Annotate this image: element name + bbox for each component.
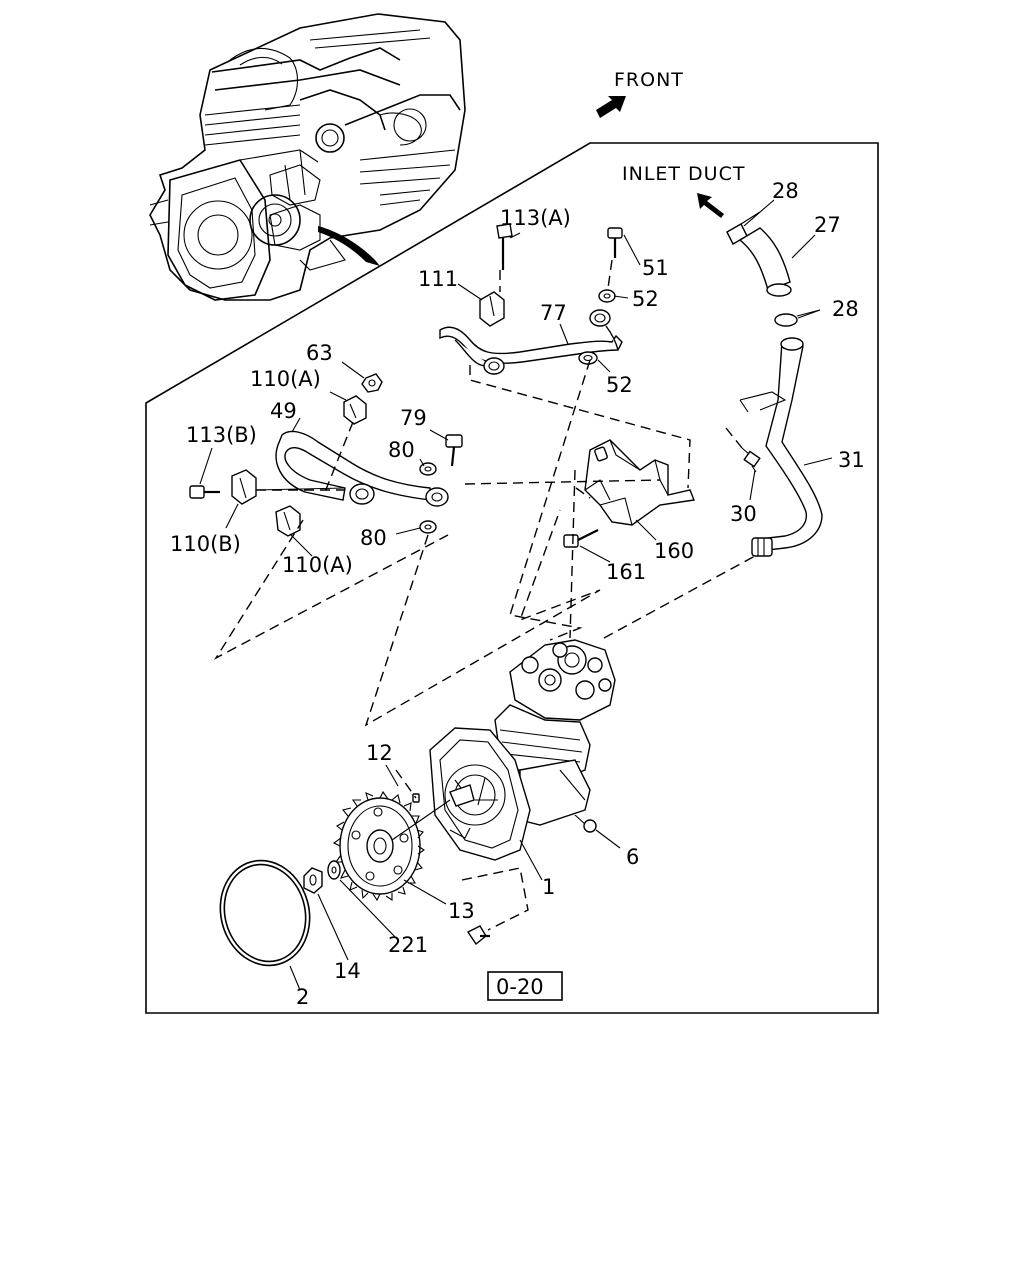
bracket-group — [563, 439, 695, 548]
callout-80-lower: 80 — [360, 526, 387, 550]
engine-overview-inset — [149, 13, 466, 301]
air-intake-pipe-assembly — [725, 211, 833, 557]
callout-28-lower: 28 — [832, 297, 859, 321]
callout-79: 79 — [400, 406, 427, 430]
leader-lines — [199, 199, 821, 991]
callout-30: 30 — [730, 502, 757, 526]
inlet-duct-label: INLET DUCT — [622, 163, 745, 185]
detail-frame — [145, 142, 879, 1014]
callout-111: 111 — [418, 267, 458, 291]
inlet-duct-indicator: INLET DUCT — [622, 163, 745, 218]
front-label: FRONT — [614, 69, 684, 91]
callout-6: 6 — [626, 845, 639, 869]
callout-12: 12 — [366, 741, 393, 765]
reference-box-label: 0-20 — [496, 975, 544, 999]
left-pipe-group — [189, 373, 463, 537]
upper-pipe-group — [439, 223, 623, 375]
callout-110b: 110(B) — [170, 532, 241, 556]
callout-1: 1 — [542, 875, 555, 899]
callout-52-lower: 52 — [606, 373, 633, 397]
callout-110a-top: 110(A) — [250, 367, 321, 391]
callout-77: 77 — [540, 301, 567, 325]
callout-28-upper: 28 — [772, 179, 799, 203]
inlet-duct-arrow-icon — [697, 193, 724, 218]
air-compressor-assembly — [219, 639, 616, 967]
callout-221: 221 — [388, 933, 428, 957]
callout-31: 31 — [838, 448, 865, 472]
drive-gear — [332, 790, 425, 902]
callout-113b: 113(B) — [186, 423, 257, 447]
front-indicator: FRONT — [596, 69, 684, 118]
reference-lines — [214, 259, 756, 931]
callout-160: 160 — [654, 539, 694, 563]
reference-box: 0-20 — [487, 971, 563, 1001]
callout-27: 27 — [814, 213, 841, 237]
callout-2: 2 — [296, 985, 309, 1009]
callout-113a: 113(A) — [500, 206, 571, 230]
callout-49: 49 — [270, 399, 297, 423]
callout-161: 161 — [606, 560, 646, 584]
front-arrow-icon — [596, 96, 626, 118]
callout-labels: 113(A) 111 51 52 77 52 63 110(A) 49 113(… — [170, 179, 865, 1009]
callout-52-upper: 52 — [632, 287, 659, 311]
callout-80-upper: 80 — [388, 438, 415, 462]
callout-14: 14 — [334, 959, 361, 983]
callout-13: 13 — [448, 899, 475, 923]
callout-63: 63 — [306, 341, 333, 365]
callout-51: 51 — [642, 256, 669, 280]
callout-110a-bottom: 110(A) — [282, 553, 353, 577]
